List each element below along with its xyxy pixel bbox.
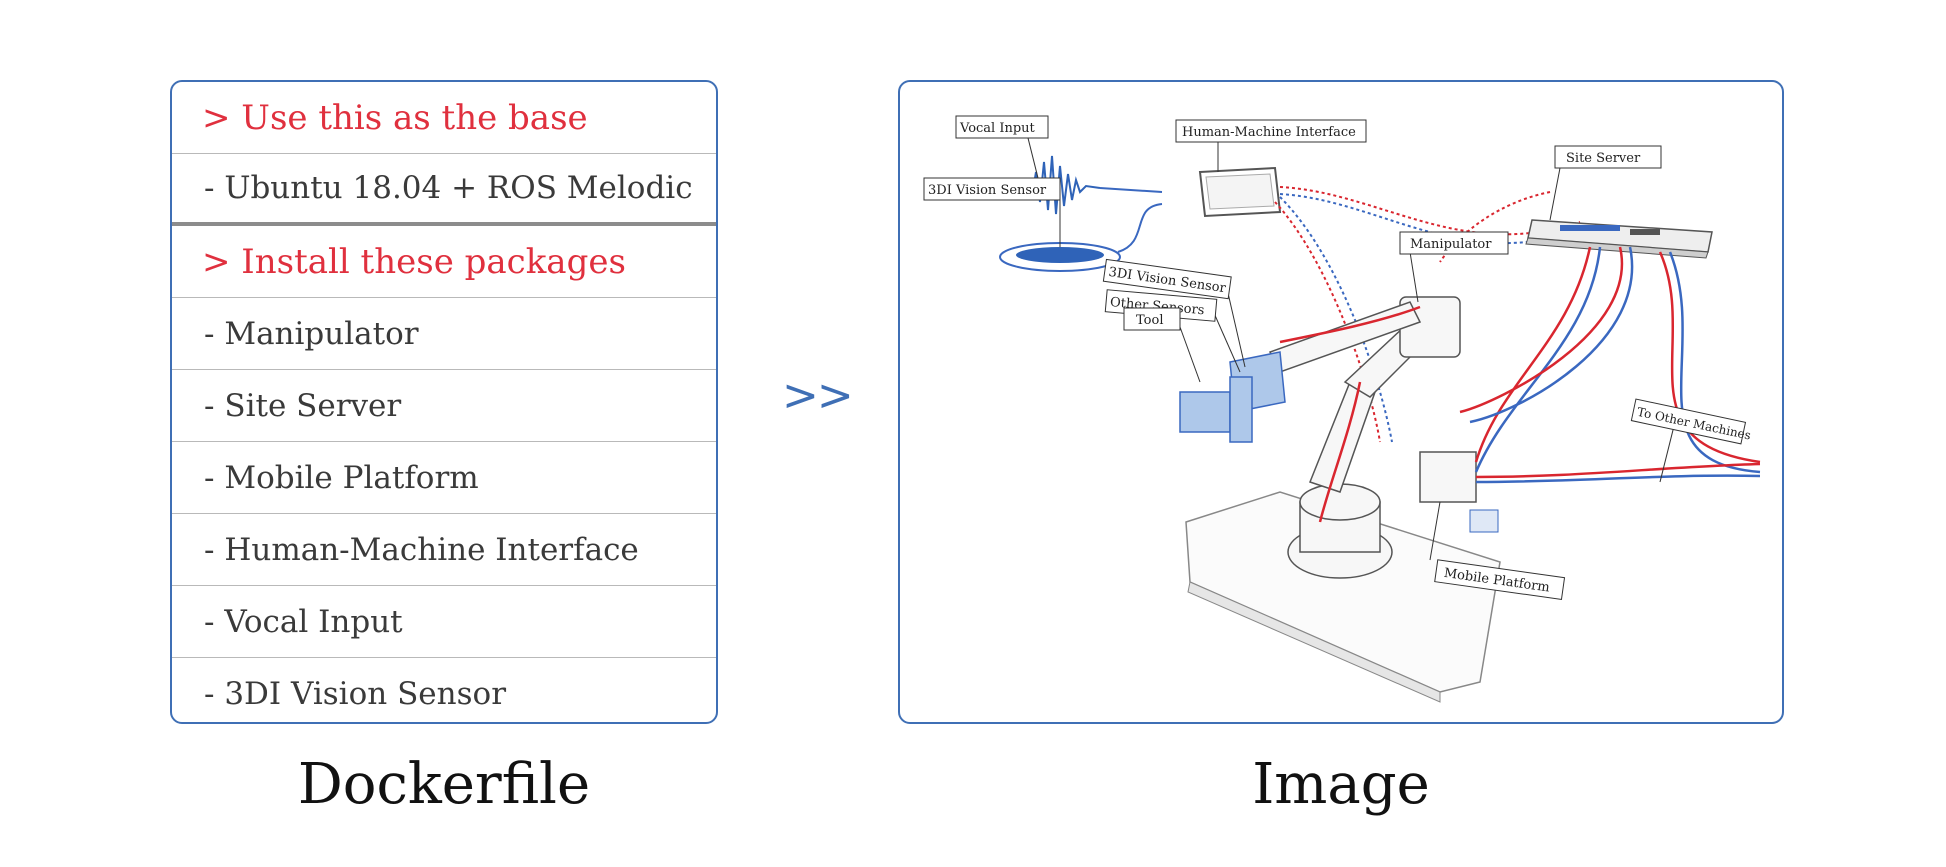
label-hmi: Human-Machine Interface [1175, 119, 1367, 143]
svg-text:Manipulator: Manipulator [1410, 237, 1492, 252]
svg-text:Human-Machine Interface: Human-Machine Interface [1182, 125, 1356, 140]
svg-text:Tool: Tool [1136, 313, 1163, 328]
label-tool: Tool [1123, 307, 1181, 331]
package-item: - 3DI Vision Sensor [172, 658, 716, 722]
base-heading: > Use this as the base [202, 97, 588, 138]
build-arrow-icon: >> [782, 370, 854, 421]
image-panel: Vocal Input Human-Machine Interface Site… [898, 80, 1784, 724]
package-label: - 3DI Vision Sensor [204, 676, 507, 712]
package-item: - Mobile Platform [172, 442, 716, 514]
base-heading-row: > Use this as the base [172, 82, 716, 154]
base-item: - Ubuntu 18.04 + ROS Melodic [204, 170, 693, 206]
svg-text:Site Server: Site Server [1566, 151, 1641, 166]
robot-system-diagram: Vocal Input Human-Machine Interface Site… [923, 115, 1761, 703]
package-label: - Vocal Input [204, 603, 403, 640]
dockerfile-panel: > Use this as the base - Ubuntu 18.04 + … [170, 80, 718, 724]
site-server-rack-icon [1525, 219, 1713, 259]
package-label: - Human-Machine Interface [204, 531, 639, 568]
package-item: - Site Server [172, 370, 716, 442]
package-item: - Vocal Input [172, 586, 716, 658]
label-vocal-input: Vocal Input [955, 115, 1049, 139]
package-label: - Site Server [204, 387, 402, 424]
mobile-connector [1469, 509, 1499, 533]
dockerfile-caption: Dockerfile [297, 752, 591, 817]
label-vision-sensor-top: 3DI Vision Sensor [923, 177, 1061, 201]
package-item: - Human-Machine Interface [172, 514, 716, 586]
label-site-server: Site Server [1554, 145, 1662, 169]
packages-heading: > Install these packages [202, 241, 626, 282]
hmi-tablet-icon [1198, 166, 1282, 218]
image-caption: Image [1252, 752, 1430, 817]
label-to-other-machines: To Other Machines [1630, 398, 1752, 445]
package-item: - Manipulator [172, 298, 716, 370]
package-label: - Mobile Platform [204, 459, 479, 496]
package-label: - Manipulator [204, 315, 419, 352]
packages-heading-row: > Install these packages [172, 226, 716, 298]
svg-text:Vocal Input: Vocal Input [959, 121, 1036, 136]
base-item-row: - Ubuntu 18.04 + ROS Melodic [172, 154, 716, 226]
label-manipulator: Manipulator [1399, 231, 1509, 255]
robot-manipulator-icon [1179, 296, 1477, 579]
svg-text:3DI Vision Sensor: 3DI Vision Sensor [928, 183, 1047, 198]
